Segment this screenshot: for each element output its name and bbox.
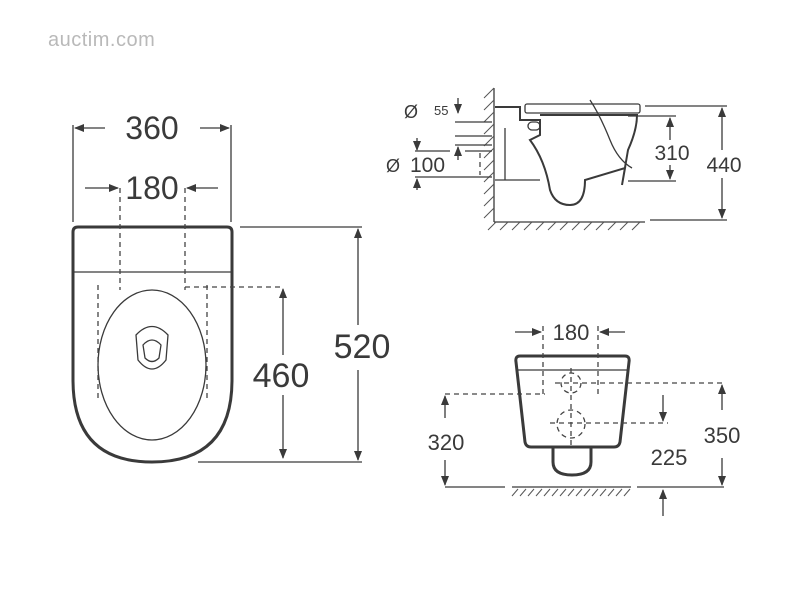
top-view: 360 180 520 460 [71,110,391,464]
bowl-profile [495,106,639,207]
diameter-symbol-100: Ø [386,156,400,176]
dim-310: 310 [654,142,689,165]
dim-460: 460 [253,357,310,395]
rear-view: 180 320 225 350 [428,320,741,516]
watermark: auctim.com [48,29,156,51]
floor-hatch [487,221,641,231]
dim-320: 320 [428,430,465,455]
dim-55: 55 [434,103,448,118]
diameter-symbol-55: Ø [404,102,418,122]
bowl-outlet [135,325,169,370]
dim-rear-180: 180 [553,320,590,345]
dim-225: 225 [651,445,688,470]
seat-opening [97,289,207,441]
rear-body [514,354,631,449]
dim-350: 350 [704,423,741,448]
dim-440: 440 [706,154,741,177]
rear-pan [551,447,593,477]
dim-520: 520 [334,328,391,366]
rear-floor-hatch [511,488,631,497]
dim-100: 100 [410,154,445,177]
bowl-outline [71,225,234,464]
dim-360: 360 [125,110,178,146]
wall-hatch [483,87,495,219]
side-view: Ø 55 Ø 100 310 440 [386,87,742,231]
seat-lid [524,103,641,114]
dim-180: 180 [125,170,178,206]
